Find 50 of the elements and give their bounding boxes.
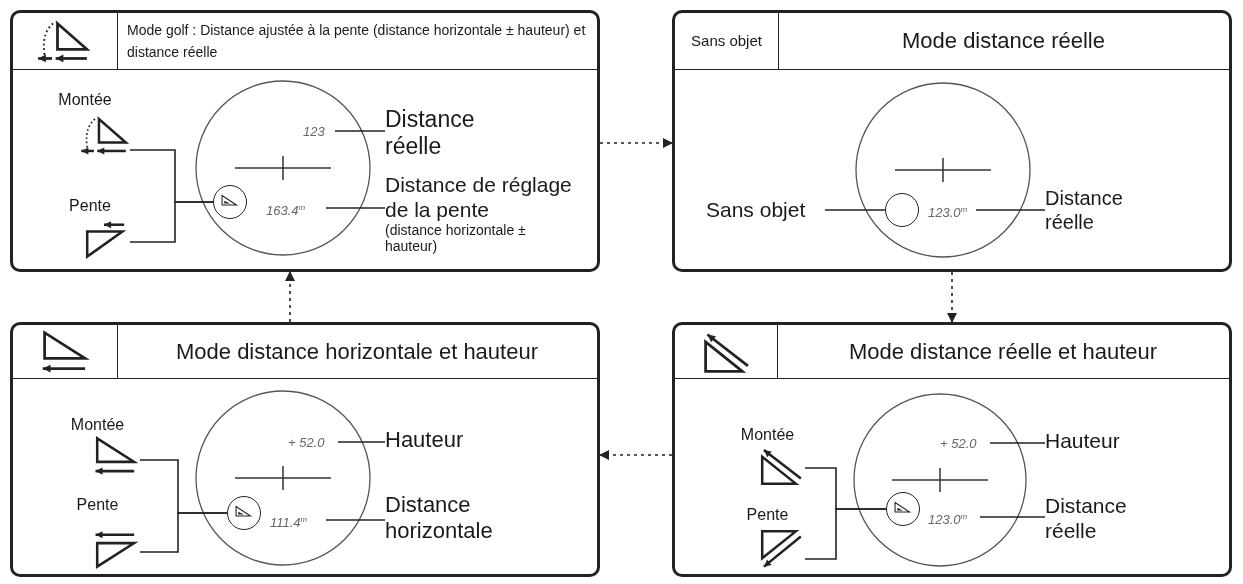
mode-indicator	[886, 492, 920, 526]
display-readout: + 52.0	[940, 436, 977, 451]
leader-line	[989, 442, 1046, 444]
panel-title: Mode golf : Distance ajustée à la pente (distance horizontale ± hauteur) et distance réelle	[127, 21, 587, 62]
callout-label: Sans objet	[706, 198, 806, 221]
mode-panel	[672, 10, 1232, 272]
leader-line	[337, 441, 386, 443]
leader-line	[975, 209, 1046, 211]
display-readout: 123.0$^{m}$	[928, 512, 968, 528]
option-label: Montée	[739, 425, 796, 445]
display-readout: 111.4$^{m}$	[270, 515, 308, 531]
mode-panel	[672, 322, 1232, 577]
leader-line	[979, 516, 1046, 518]
display-readout: 123	[303, 124, 325, 139]
option-label: Pente	[68, 196, 112, 216]
leader-line	[325, 207, 386, 209]
option-label: Montée	[69, 415, 126, 435]
leader-line	[824, 209, 886, 211]
display-readout: 163.4$^{m}$	[266, 203, 306, 219]
arrow	[599, 450, 673, 460]
panel-title: Mode distance réelle	[901, 27, 1106, 55]
callout-label: Distance horizontale	[385, 492, 494, 544]
callout-note: (distance horizontale ± hauteur)	[385, 222, 527, 254]
mode-panel	[10, 10, 600, 272]
callout-label: Distance réelle	[1045, 186, 1124, 234]
callout-label: Distance réelle	[1045, 493, 1128, 543]
callout-label: Hauteur	[1045, 428, 1121, 453]
leader-line	[139, 512, 228, 553]
display-readout: + 52.0	[288, 435, 325, 450]
mode-indicator	[227, 496, 261, 530]
panel-title: Mode distance réelle et hauteur	[847, 337, 1159, 366]
arrow	[599, 138, 673, 148]
panel-title: Mode distance horizontale et hauteur	[175, 337, 539, 366]
option-label: Pente	[75, 495, 120, 515]
callout-label: Hauteur	[385, 427, 465, 453]
leader-line	[334, 130, 386, 132]
display-readout: 123.0$^{m}$	[928, 205, 968, 221]
option-label: Montée	[57, 90, 113, 110]
arrow	[947, 271, 957, 323]
header-note: Sans objet	[690, 31, 763, 51]
mode-indicator	[213, 185, 247, 219]
callout-label: Distance réelle	[385, 106, 476, 160]
leader-line	[804, 508, 887, 560]
option-label: Pente	[745, 505, 790, 525]
mode-indicator	[885, 193, 919, 227]
leader-line	[325, 519, 386, 521]
leader-line	[129, 201, 214, 243]
mode-panel	[10, 322, 600, 577]
callout-label: Distance de réglage de la pente	[385, 172, 573, 222]
arrow	[285, 271, 295, 323]
